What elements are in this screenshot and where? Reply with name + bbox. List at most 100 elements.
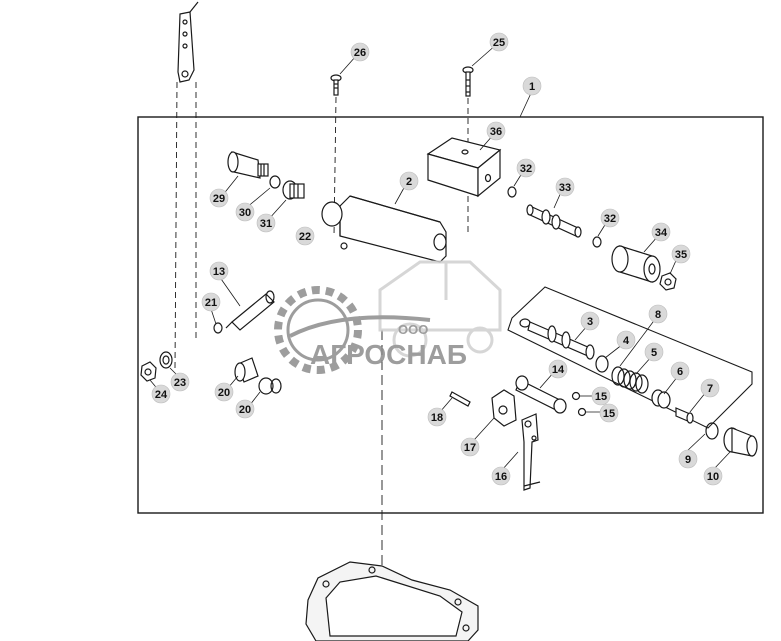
callout-bubble <box>648 304 668 324</box>
harvester-icon <box>378 260 502 358</box>
callout-bubble <box>235 202 255 222</box>
callout-bubble <box>256 213 276 233</box>
callout-bubble <box>516 158 536 178</box>
block-36 <box>426 137 502 198</box>
callout-bubble <box>460 437 480 457</box>
callout-bubble <box>671 244 691 264</box>
cap-20a <box>234 357 259 383</box>
callout-bubble <box>399 171 419 191</box>
cylinder-34 <box>611 245 661 283</box>
callout-bubble <box>350 42 370 62</box>
callout-number: 35 <box>675 249 687 261</box>
callout-bubble <box>209 188 229 208</box>
valve-subframe <box>507 286 753 429</box>
callout-number: 31 <box>260 218 272 230</box>
callout-34: 34 <box>651 222 671 242</box>
callout-8: 8 <box>648 304 668 324</box>
washer-32a <box>507 186 517 198</box>
watermark: ООО АГРОСНАБ <box>274 260 502 374</box>
callout-13: 13 <box>209 261 229 281</box>
callout-bubble <box>491 466 511 486</box>
callout-number: 36 <box>490 126 502 138</box>
washer-32b <box>592 236 602 248</box>
callout-bubble <box>703 466 723 486</box>
callout-17: 17 <box>460 437 480 457</box>
callout-bubble <box>651 222 671 242</box>
callout-number: 20 <box>218 387 230 399</box>
callout-14: 14 <box>548 359 568 379</box>
washer-4 <box>595 355 609 373</box>
callout-bubble <box>555 177 575 197</box>
callout-bubble <box>170 372 190 392</box>
spring-5 <box>611 366 649 394</box>
callout-bubble <box>151 384 171 404</box>
callout-23: 23 <box>170 372 190 392</box>
callout-7: 7 <box>700 378 720 398</box>
callout-bubble <box>235 399 255 419</box>
callout-number: 20 <box>239 404 251 416</box>
callout-number: 30 <box>239 207 251 219</box>
callout-18: 18 <box>427 407 447 427</box>
callout-number: 23 <box>174 377 186 389</box>
callout-bubble <box>678 449 698 469</box>
callout-26: 26 <box>350 42 370 62</box>
bracket-17 <box>491 389 517 427</box>
clip-15a <box>571 391 581 401</box>
callout-10: 10 <box>703 466 723 486</box>
callout-22: 22 <box>295 226 315 246</box>
callout-number: 8 <box>655 309 661 321</box>
callout-number: 22 <box>299 231 311 243</box>
callout-6: 6 <box>670 361 690 381</box>
callout-29: 29 <box>209 188 229 208</box>
callout-9: 9 <box>678 449 698 469</box>
ring-21 <box>213 322 223 334</box>
clip-15b <box>577 407 587 417</box>
callout-number: 18 <box>431 412 443 424</box>
assembly-frame <box>137 116 764 514</box>
ring-30 <box>269 175 281 189</box>
callout-bubble <box>670 361 690 381</box>
nut-24 <box>140 361 157 382</box>
callout-number: 15 <box>595 391 607 403</box>
arm-16 <box>521 413 541 491</box>
callout-21: 21 <box>201 292 221 312</box>
bolt-25 <box>462 66 474 97</box>
callout-31: 31 <box>256 213 276 233</box>
callout-number: 5 <box>651 347 657 359</box>
callout-bubble <box>548 359 568 379</box>
callout-number: 15 <box>603 408 615 420</box>
gear-icon <box>274 286 362 374</box>
callouts: 1245678910131415151617182020212223242526… <box>151 32 723 486</box>
callout-number: 16 <box>495 471 507 483</box>
callout-number: 14 <box>552 364 565 376</box>
callout-32a: 32 <box>516 158 536 178</box>
watermark-prefix: ООО <box>398 322 428 337</box>
callout-20a: 20 <box>214 382 234 402</box>
callout-25: 25 <box>489 32 509 52</box>
callout-30: 30 <box>235 202 255 222</box>
callout-number: 2 <box>406 176 412 188</box>
fitting-29 <box>227 151 269 179</box>
callout-number: 7 <box>707 383 713 395</box>
callout-number: 33 <box>559 182 571 194</box>
callout-number: 6 <box>677 366 683 378</box>
spool-3 <box>519 318 595 360</box>
callout-number: 25 <box>493 37 505 49</box>
callout-number: 32 <box>520 163 532 175</box>
nut-35 <box>659 272 677 291</box>
callout-bubble <box>295 226 315 246</box>
pin-13 <box>225 290 275 331</box>
callout-number: 21 <box>205 297 217 309</box>
spool-33 <box>526 204 582 238</box>
callout-24: 24 <box>151 384 171 404</box>
housing-2 <box>321 195 447 263</box>
callout-number: 17 <box>464 442 476 454</box>
callout-bubble <box>599 403 619 423</box>
cup-6 <box>651 389 671 409</box>
bolt-26 <box>330 74 342 96</box>
screw-7 <box>675 407 694 424</box>
callout-32b: 32 <box>600 208 620 228</box>
callout-bubble <box>616 330 636 350</box>
callout-number: 29 <box>213 193 225 205</box>
gasket <box>305 561 479 641</box>
